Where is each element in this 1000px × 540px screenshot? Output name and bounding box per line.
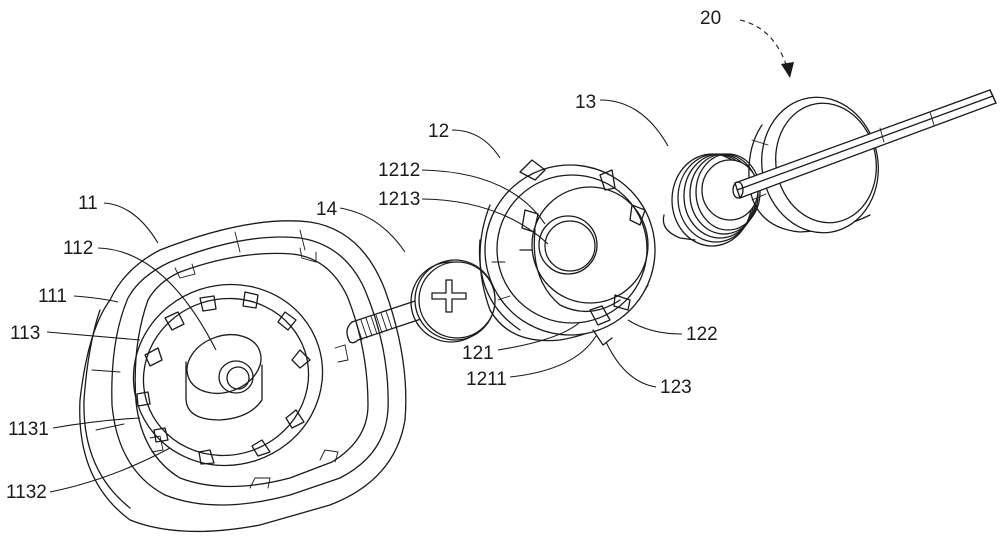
label-11: 11 <box>78 193 98 214</box>
label-1131: 1131 <box>8 419 49 440</box>
part-20-knob-shaft <box>733 88 996 242</box>
label-20: 20 <box>700 8 721 29</box>
arrow-head-20 <box>781 62 794 78</box>
label-111: 111 <box>38 286 67 307</box>
label-123: 123 <box>660 377 692 398</box>
label-121: 121 <box>462 343 494 364</box>
part-12-cam-ring <box>466 146 674 354</box>
label-1212: 1212 <box>378 160 420 181</box>
callouts: 11 112 111 113 1131 1132 14 12 1212 1213… <box>6 8 794 503</box>
label-12: 12 <box>428 121 449 142</box>
label-1211: 1211 <box>466 369 507 390</box>
label-122: 122 <box>686 324 718 345</box>
part-13-spring <box>663 154 760 246</box>
label-112: 112 <box>63 238 93 259</box>
label-1213: 1213 <box>378 189 420 210</box>
label-14: 14 <box>316 199 338 220</box>
label-1132: 1132 <box>6 482 47 503</box>
part-11-base-housing <box>80 221 406 532</box>
label-13: 13 <box>575 92 596 113</box>
label-113: 113 <box>10 323 40 344</box>
